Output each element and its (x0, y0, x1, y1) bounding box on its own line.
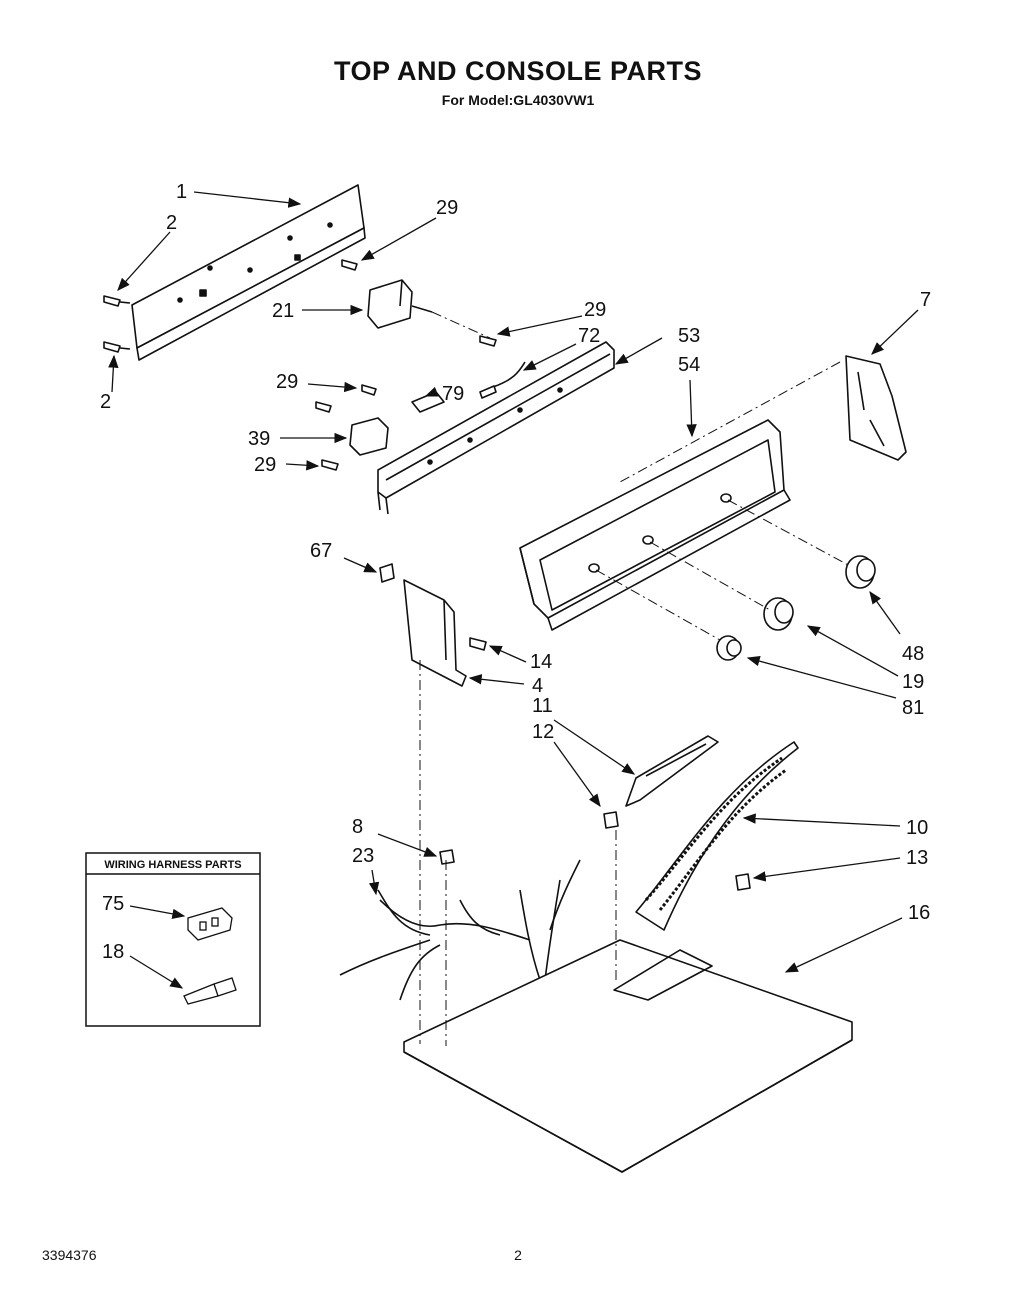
part-13-screw (735, 873, 751, 891)
alignment-lines (419, 311, 851, 1046)
part-18-terminal (183, 977, 237, 1005)
callout-4: 4 (532, 675, 543, 697)
part-53-console-bracket (377, 341, 615, 515)
callout-1: 1 (176, 181, 187, 203)
part-10-lint-screen (635, 741, 799, 931)
part-11-lint-cover (625, 735, 719, 807)
callout-81: 81 (902, 697, 924, 719)
callout-7: 7 (920, 289, 931, 311)
callout-10: 10 (906, 817, 928, 839)
callout-19: 19 (902, 671, 924, 693)
model-subtitle: For Model:GL4030VW1 (441, 92, 595, 108)
callout-11: 11 (532, 695, 553, 717)
part-29-screw-c (315, 384, 377, 413)
part-39-component (349, 417, 389, 456)
part-12-clip (603, 811, 619, 829)
callout-23: 23 (352, 845, 374, 867)
callout-18: 18 (102, 941, 124, 963)
part-8-clip (439, 849, 455, 865)
part-29-screw-d (321, 459, 339, 471)
callout-67: 67 (310, 540, 332, 562)
part-2-screw-lower (103, 341, 131, 353)
callout-72: 72 (578, 325, 600, 347)
part-81-knob (716, 635, 742, 661)
callout-2-lower: 2 (100, 391, 111, 413)
part-16-top-panel (403, 939, 853, 1173)
page-title: TOP AND CONSOLE PARTS (333, 56, 703, 86)
part-29-screw-a (341, 259, 358, 271)
part-21-timer (367, 279, 433, 329)
leader-arrows (108, 191, 919, 973)
callout-13: 13 (906, 847, 928, 869)
part-4-side-panel (403, 579, 467, 687)
callout-14: 14 (530, 651, 552, 673)
document-number: 3394376 (42, 1247, 97, 1263)
callout-29-d: 29 (254, 454, 276, 476)
callout-2-upper: 2 (166, 212, 177, 234)
callout-53: 53 (678, 325, 700, 347)
callout-39: 39 (248, 428, 270, 450)
callout-29-b: 29 (584, 299, 606, 321)
callout-8: 8 (352, 816, 363, 838)
callout-labels: 1 2 2 29 21 29 72 53 54 7 29 79 39 29 67… (100, 181, 931, 924)
wiring-harness-parts-box: WIRING HARNESS PARTS 75 18 (85, 852, 261, 1027)
part-19-knob (763, 597, 794, 631)
part-29-screw-b (479, 335, 497, 347)
part-67-clip (379, 563, 395, 583)
callout-48: 48 (902, 643, 924, 665)
part-1-mounting-plate (131, 184, 366, 361)
part-48-knob (845, 555, 876, 589)
callout-54: 54 (678, 354, 700, 376)
part-2-screw-upper (103, 295, 131, 307)
part-75-connector (187, 907, 233, 941)
part-23-wiring-harness (339, 859, 581, 1001)
callout-12: 12 (532, 721, 554, 743)
callout-75: 75 (102, 893, 124, 915)
callout-79: 79 (442, 383, 464, 405)
part-7-end-cap (845, 355, 907, 461)
part-14-screw (469, 637, 487, 651)
callout-16: 16 (908, 902, 930, 924)
callout-29-c: 29 (276, 371, 298, 393)
callout-21: 21 (272, 300, 294, 322)
callout-29-a: 29 (436, 197, 458, 219)
wiring-box-title: WIRING HARNESS PARTS (104, 859, 241, 871)
part-54-console-panel (519, 419, 791, 631)
page-number: 2 (514, 1247, 522, 1263)
